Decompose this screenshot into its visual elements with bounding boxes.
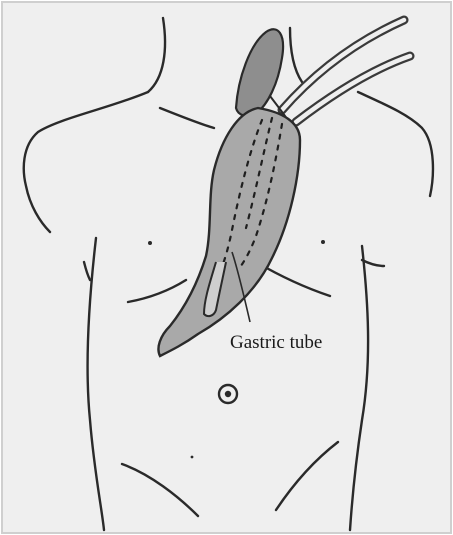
left-nipple-dot [148,241,152,245]
right-nipple-dot [321,240,325,244]
navel-center [225,391,231,397]
gastric-tube-label: Gastric tube [230,332,322,353]
abdomen-dot [191,456,194,459]
